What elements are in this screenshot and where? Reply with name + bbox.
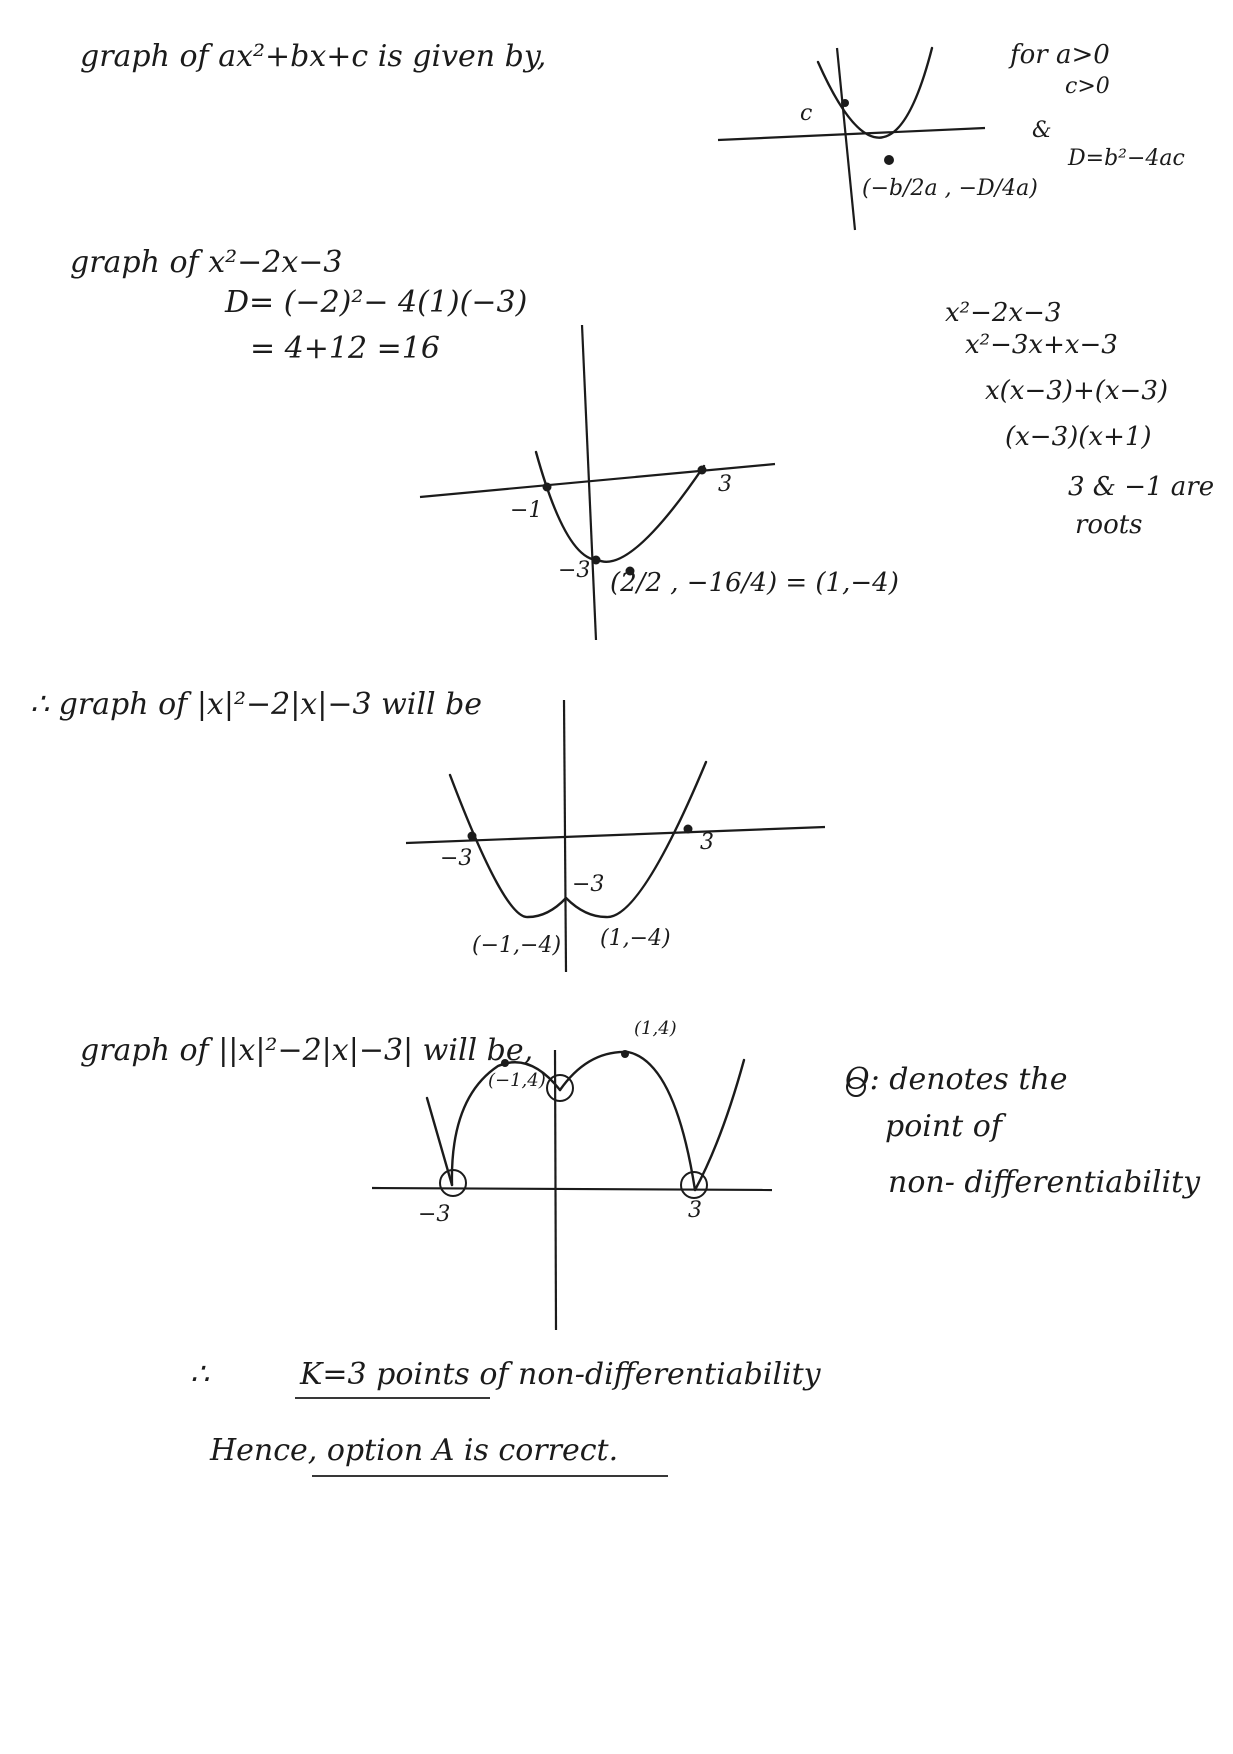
- factor-step-1: x²−2x−3: [945, 298, 1062, 328]
- roots-line-2: roots: [1075, 510, 1143, 540]
- section2-root-neg3-label: −3: [440, 846, 473, 871]
- section3-heading: graph of ||x|²−2|x|−3| will be,: [80, 1033, 534, 1068]
- section2-root-3-point: [683, 824, 693, 834]
- vertex-formula-label: (−b/2a , −D/4a): [862, 176, 1038, 201]
- legend-line-2: point of: [885, 1109, 1002, 1144]
- intro-heading: graph of ax²+bx+c is given by,: [80, 39, 547, 74]
- section3-right-max-label: (1,4): [634, 1018, 677, 1039]
- non-diff-marker-3: [680, 1171, 708, 1199]
- section1-root-3-point: [697, 465, 707, 475]
- condition-c: c>0: [1065, 74, 1110, 99]
- non-diff-marker-neg3: [439, 1169, 467, 1197]
- section1-disc-line2: = 4+12 =16: [250, 331, 440, 366]
- section1-vertex-label: (2/2 , −16/4) = (1,−4): [610, 568, 899, 598]
- section2-root-3-label: 3: [700, 830, 714, 855]
- legend-line-1: O: denotes the: [845, 1062, 1068, 1097]
- factor-step-4: (x−3)(x+1): [1005, 422, 1152, 452]
- section1-root-neg1-label: −1: [510, 498, 543, 523]
- intro-c-intercept-point: [841, 99, 849, 107]
- section2-right-branch: [564, 760, 708, 919]
- section1-y-intercept-point: [591, 555, 601, 565]
- condition-a: for a>0: [1010, 40, 1110, 70]
- section1-vertex-point: [625, 566, 635, 576]
- section2-left-min-label: (−1,−4): [472, 933, 562, 958]
- section2-heading: ∴ graph of |x|²−2|x|−3 will be: [30, 687, 483, 722]
- section3-left-arch: [450, 1061, 562, 1187]
- section2-right-min-label: (1,−4): [600, 926, 671, 951]
- intro-parabola-curve: [816, 46, 934, 139]
- legend-line-3: non- differentiability: [888, 1165, 1201, 1200]
- section3-right-arch: [558, 1050, 697, 1192]
- section3-y-axis: [553, 1049, 558, 1331]
- section2-root-neg3-point: [467, 831, 477, 841]
- section1-disc-line1: D= (−2)²− 4(1)(−3): [225, 285, 528, 320]
- section1-root-neg1-point: [542, 482, 552, 492]
- factor-step-3: x(x−3)+(x−3): [985, 376, 1169, 406]
- section1-root-3-label: 3: [718, 472, 732, 497]
- conclusion-line-1: K=3 points of non-differentiability: [300, 1357, 821, 1392]
- section1-heading: graph of x²−2x−3: [70, 245, 343, 280]
- legend-marker: [846, 1077, 866, 1097]
- section2-cusp-label: −3: [572, 872, 605, 897]
- non-diff-marker-0: [546, 1074, 574, 1102]
- roots-line-1: 3 & −1 are: [1068, 472, 1215, 502]
- c-intercept-label: c: [800, 101, 813, 126]
- section3-right-max-point: [621, 1050, 629, 1058]
- intro-vertex-point: [884, 155, 894, 165]
- section3-outer-right: [693, 1058, 746, 1192]
- section1-y-intercept-label: −3: [558, 558, 591, 583]
- section1-y-axis: [580, 324, 598, 641]
- ampersand: &: [1032, 118, 1052, 143]
- discriminant-formula: D=b²−4ac: [1068, 146, 1185, 171]
- intro-y-axis: [835, 47, 857, 231]
- conclusion-line-2: Hence, option A is correct.: [210, 1433, 619, 1468]
- section3-root-3-label: 3: [688, 1198, 702, 1223]
- section3-left-max-label: (−1,4): [488, 1070, 546, 1091]
- section2-y-axis: [562, 699, 568, 973]
- section1-x-axis: [419, 462, 776, 499]
- intro-x-axis: [717, 126, 986, 142]
- conclusion-therefore: ∴: [190, 1357, 210, 1392]
- section3-left-max-point: [501, 1059, 509, 1067]
- section3-root-neg3-label: −3: [418, 1202, 451, 1227]
- factor-step-2: x²−3x+x−3: [965, 330, 1118, 360]
